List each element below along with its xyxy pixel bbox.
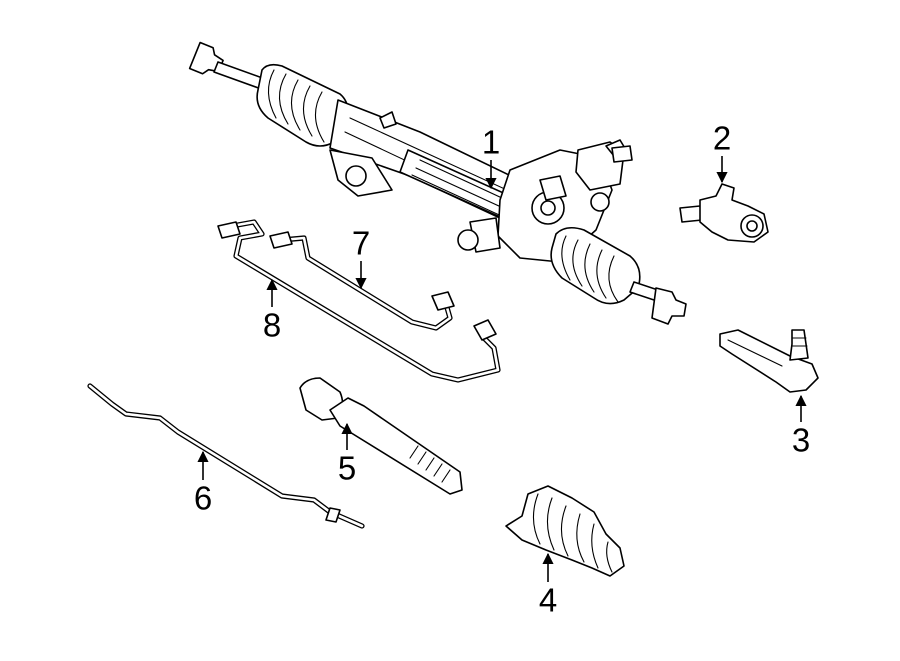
rack-boot [505, 485, 625, 577]
rack-left-bellows [256, 63, 349, 147]
inner-tie-rod [299, 377, 463, 495]
callout-1: 1 [482, 124, 500, 190]
hydraulic-line-7 [269, 231, 455, 331]
callout-number: 3 [792, 422, 810, 459]
callout-number: 2 [713, 120, 731, 157]
steering-rod [87, 383, 365, 529]
callout-8: 8 [263, 278, 281, 344]
callout-7: 7 [352, 225, 370, 290]
steering-rack-assembly [188, 41, 687, 325]
pressure-sensor [679, 183, 769, 243]
callout-number: 4 [539, 582, 557, 619]
callout-6: 6 [194, 450, 212, 517]
rack-right-bellows [550, 226, 641, 305]
callout-number: 6 [194, 480, 212, 517]
callout-3: 3 [792, 394, 810, 459]
callout-5: 5 [338, 422, 356, 487]
callout-2: 2 [713, 120, 731, 184]
callout-number: 5 [338, 450, 356, 487]
outer-tie-rod-end [719, 329, 819, 393]
callout-number: 8 [263, 307, 281, 344]
callout-number: 1 [482, 124, 500, 161]
callout-4: 4 [539, 552, 557, 619]
hydraulic-line-8 [217, 219, 501, 383]
callout-number: 7 [352, 225, 370, 262]
